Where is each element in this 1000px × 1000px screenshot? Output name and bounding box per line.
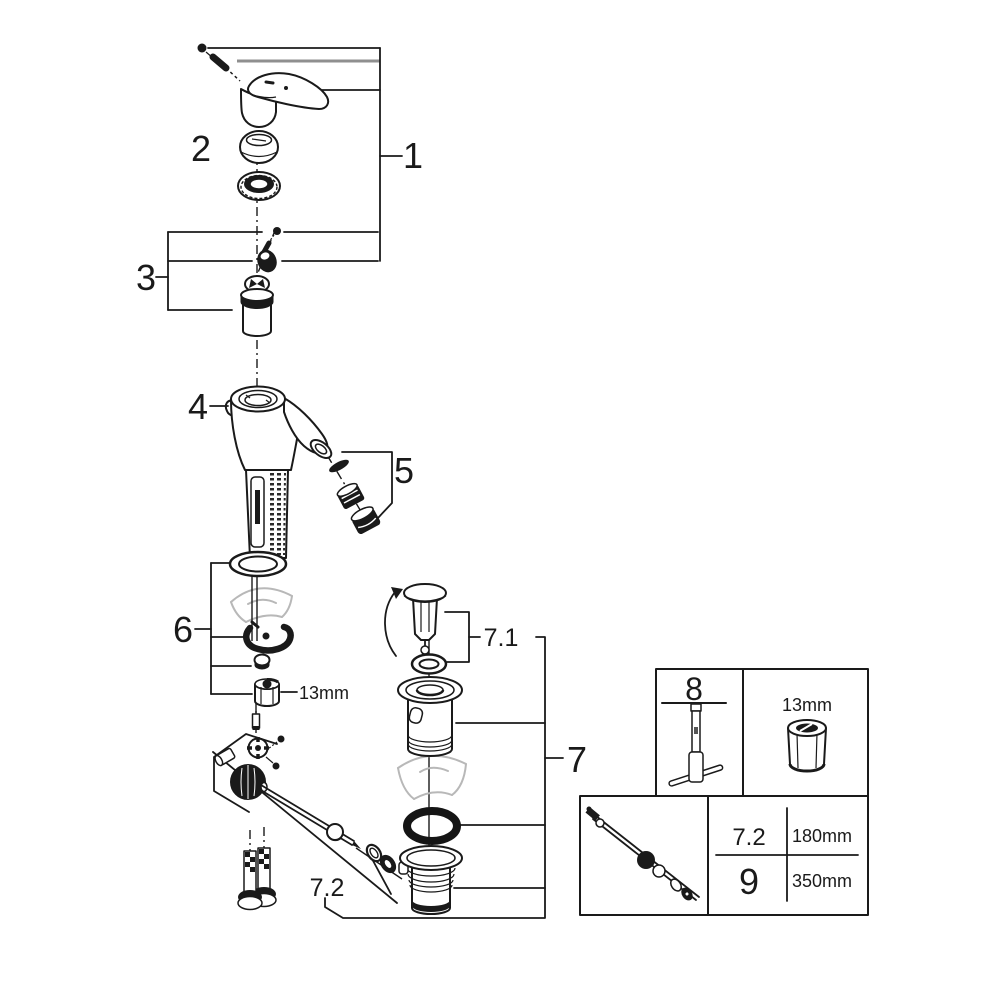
drain-plug xyxy=(403,583,447,655)
cartridge-screw xyxy=(261,227,281,255)
callout-7-1: 7.1 xyxy=(484,624,519,652)
table-length-350: 350mm xyxy=(792,871,852,891)
sink-ghost-lower xyxy=(397,754,467,800)
callout-2: 2 xyxy=(191,128,211,169)
callout-4: 4 xyxy=(188,386,208,427)
mounting-washer xyxy=(253,653,271,670)
bearing-ring xyxy=(237,171,281,201)
dome-cap xyxy=(239,130,279,164)
callout-7-2: 7.2 xyxy=(310,874,345,902)
rod-length-info-box xyxy=(579,795,869,916)
tool-part-number: 8 xyxy=(685,671,703,707)
socket-wrench-tool xyxy=(668,703,724,787)
drain-body-lower xyxy=(398,845,463,915)
rod-clamp-plate xyxy=(213,713,285,813)
table-part-9: 9 xyxy=(739,861,759,902)
callout-bracket-5 xyxy=(341,451,393,520)
drain-body-upper xyxy=(397,676,463,757)
callout-5: 5 xyxy=(394,450,414,491)
callout-bracket-1 xyxy=(207,47,403,262)
drain-gasket xyxy=(403,807,461,845)
supply-hoses xyxy=(237,847,277,911)
knurled-knob xyxy=(230,764,268,800)
table-part-7-2: 7.2 xyxy=(732,824,765,851)
hex-nut-size-label: 13mm xyxy=(299,683,349,703)
callout-bracket-6 xyxy=(194,562,298,695)
plug-o-ring xyxy=(410,653,448,675)
callout-6: 6 xyxy=(173,609,193,650)
socket-size-label: 13mm xyxy=(782,695,832,715)
callout-3: 3 xyxy=(136,257,156,298)
aerator-housing xyxy=(350,506,381,535)
rod-assembly-thumbnail xyxy=(585,806,700,901)
threaded-shank xyxy=(245,469,289,641)
aerator-insert xyxy=(336,482,365,510)
info-box-labels: 8 13mm 7.2 180mm 9 350mm xyxy=(685,671,852,902)
o-ring xyxy=(228,550,288,578)
faucet-body xyxy=(224,385,333,471)
horseshoe-washer xyxy=(243,620,294,654)
pop-up-rod xyxy=(258,784,397,874)
handle-screw xyxy=(197,43,241,82)
callout-bracket-7 xyxy=(324,636,564,919)
hex-socket xyxy=(787,719,827,773)
callout-labels: 1 2 3 4 5 6 7 7.1 7.2 13mm xyxy=(136,128,587,902)
rotation-arrow xyxy=(384,587,403,657)
aerator-washer xyxy=(329,459,349,473)
callout-bracket-7-1 xyxy=(444,611,481,663)
callout-7: 7 xyxy=(567,739,587,780)
table-length-180: 180mm xyxy=(792,826,852,846)
lever-handle xyxy=(240,72,330,128)
cartridge xyxy=(240,275,274,337)
sink-ghost-upper xyxy=(230,587,293,623)
hex-mounting-nut xyxy=(254,678,280,707)
tool-info-box xyxy=(655,668,869,797)
callout-1: 1 xyxy=(403,135,423,176)
callout-bracket-3 xyxy=(155,231,379,311)
cartridge-nut xyxy=(257,249,277,273)
